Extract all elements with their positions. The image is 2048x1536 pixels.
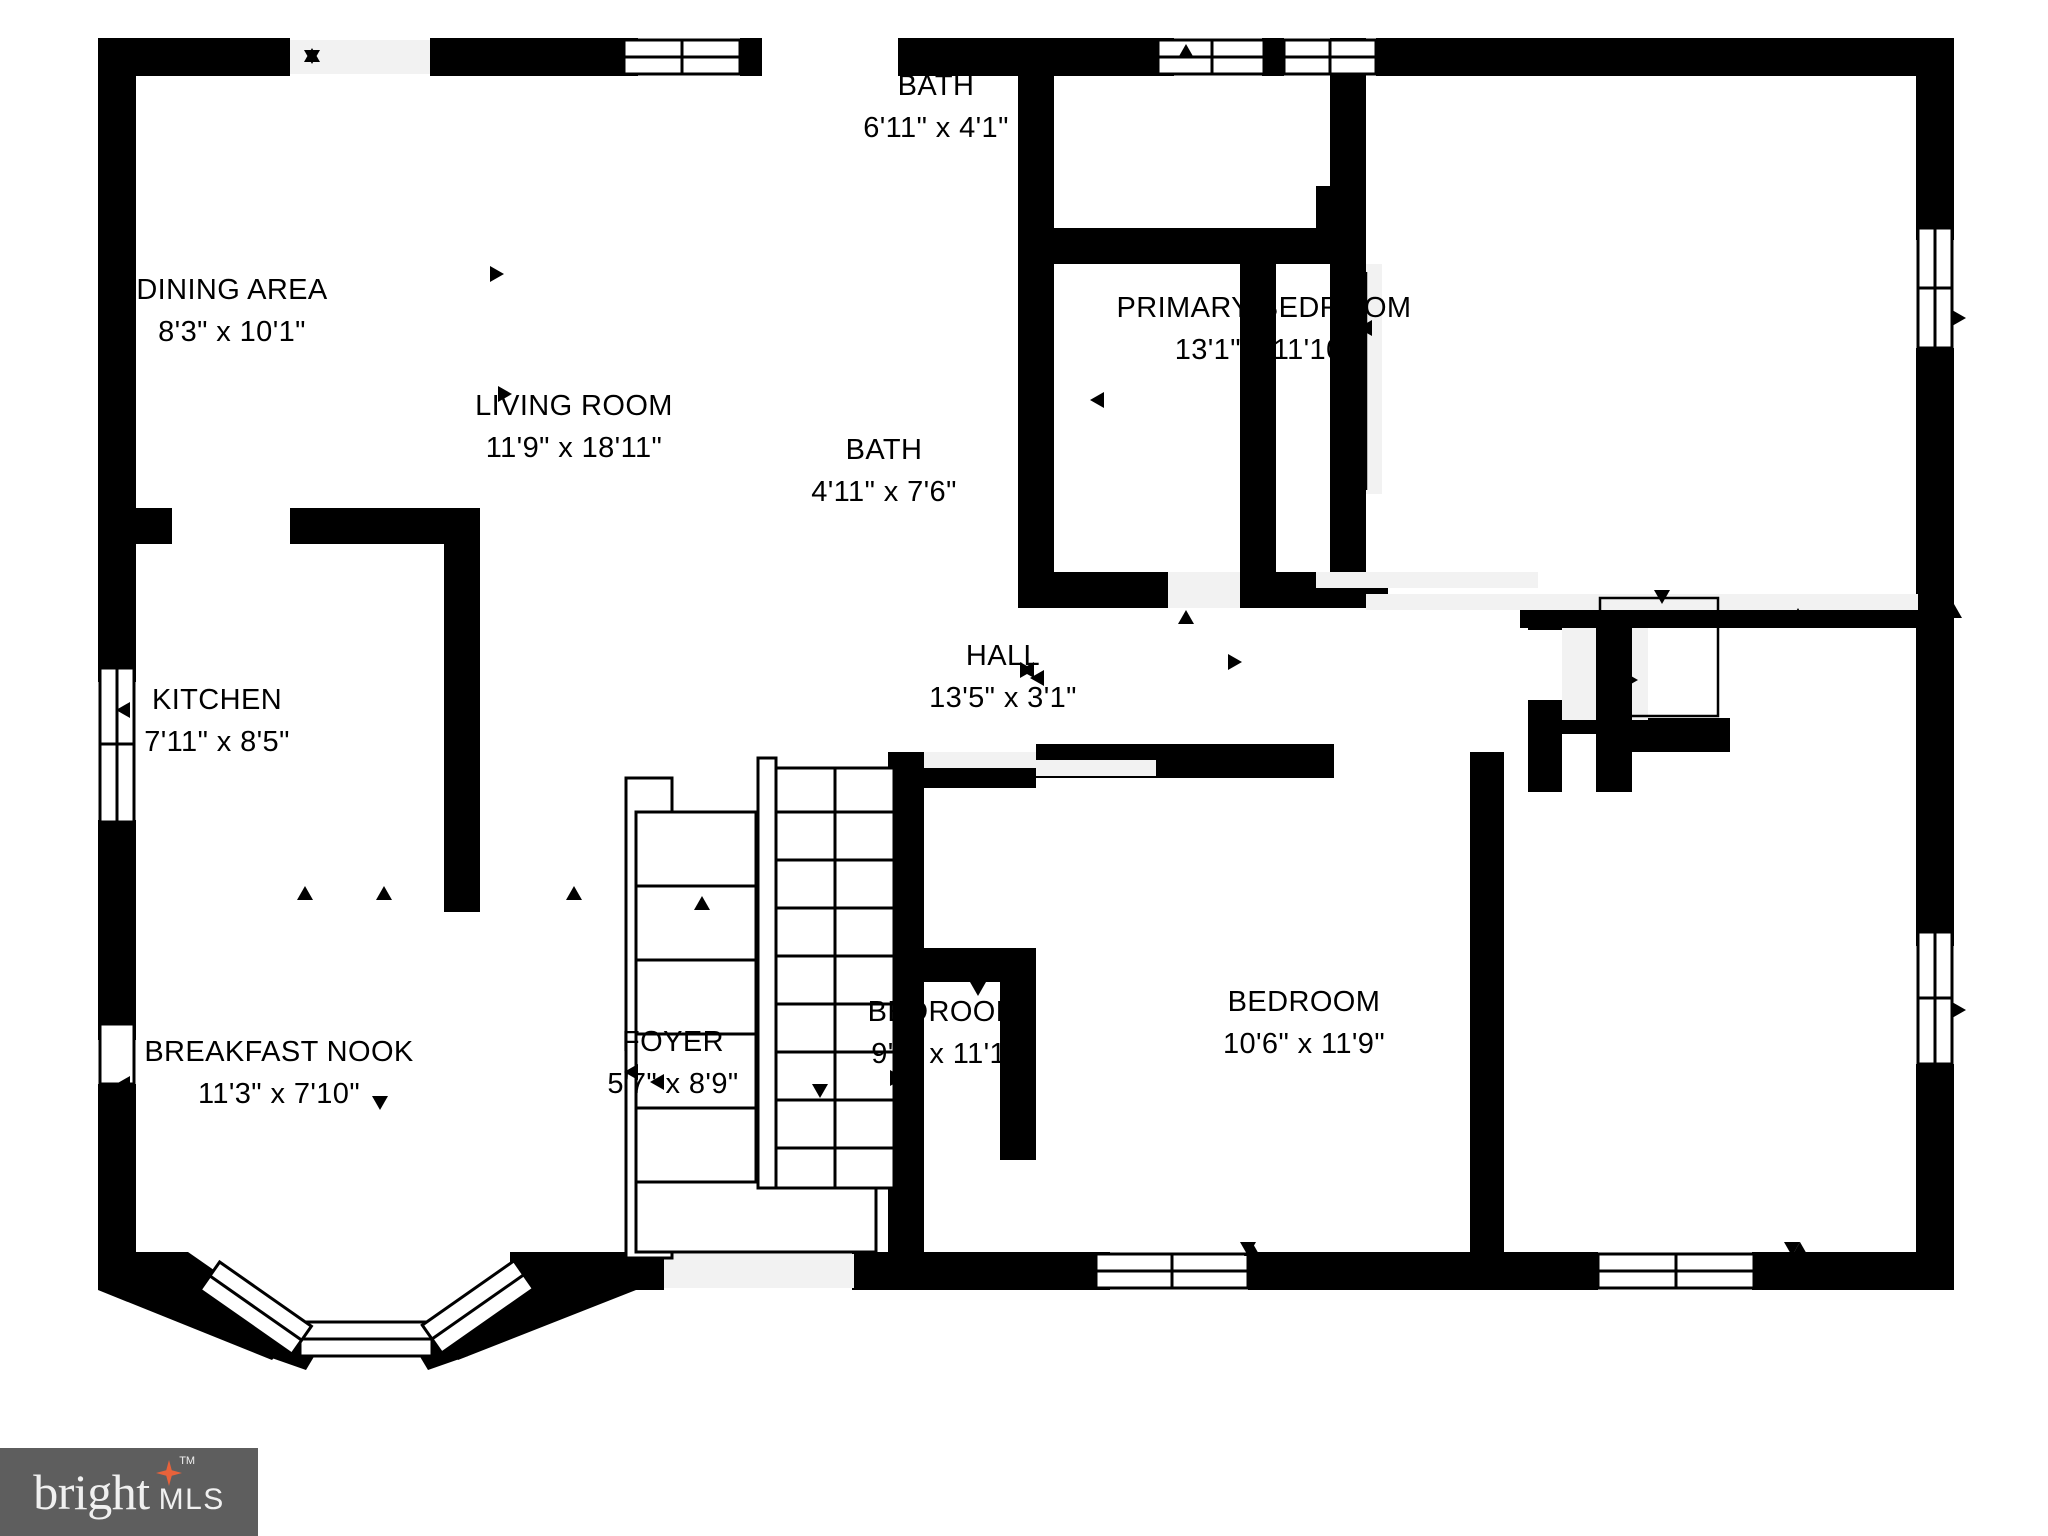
room-label-bedroom-middle: BEDROOM 9'8" x 11'1"	[714, 994, 1174, 1072]
bright-star-icon	[156, 1460, 183, 1486]
room-label-foyer: FOYER 5'7" x 8'9"	[558, 1024, 788, 1102]
room-dimensions-hall: 13'5" x 3'1"	[929, 681, 1077, 714]
room-name-living-room: LIVING ROOM	[475, 390, 673, 422]
room-name-breakfast-nook: BREAKFAST NOOK	[144, 1036, 414, 1068]
room-dimensions-bedroom-middle: 9'8" x 11'1"	[871, 1037, 1017, 1070]
room-name-bedroom-middle: BEDROOM	[867, 996, 1021, 1028]
room-dimensions-bath-upper: 6'11" x 4'1"	[863, 111, 1009, 144]
watermark-brand-text: bright	[33, 1464, 150, 1520]
room-dimensions-breakfast-nook: 11'3" x 7'10"	[197, 1077, 361, 1110]
room-label-primary-bedroom: PRIMARY BEDROOM 13'1" x 11'10"	[1034, 290, 1494, 368]
room-label-hall: HALL 13'5" x 3'1"	[773, 638, 1233, 716]
room-label-bath-lower: BATH 4'11" x 7'6"	[684, 432, 1084, 510]
room-name-hall: HALL	[965, 640, 1041, 672]
room-label-dining-area: DINING AREA 8'3" x 10'1"	[0, 272, 464, 350]
room-name-primary-bedroom: PRIMARY BEDROOM	[1116, 292, 1412, 324]
watermark-suffix-text: MLS	[158, 1483, 225, 1516]
room-name-bath-lower: BATH	[845, 434, 923, 466]
room-name-kitchen: KITCHEN	[151, 684, 283, 716]
room-dimensions-living-room: 11'9" x 18'11"	[485, 431, 663, 464]
room-dimensions-primary-bedroom: 13'1" x 11'10"	[1174, 333, 1354, 366]
room-dimensions-dining-area: 8'3" x 10'1"	[158, 315, 306, 348]
room-name-dining-area: DINING AREA	[136, 274, 328, 306]
door-opening-group	[290, 40, 1918, 1288]
bright-mls-watermark: bright TM MLS	[0, 1448, 258, 1536]
stair-group	[624, 756, 896, 1260]
room-dimensions-foyer: 5'7" x 8'9"	[607, 1067, 739, 1100]
watermark-trademark-text: TM	[179, 1455, 196, 1467]
room-label-bedroom-right: BEDROOM 10'6" x 11'9"	[1074, 984, 1534, 1062]
room-name-bath-upper: BATH	[897, 70, 975, 102]
room-name-foyer: FOYER	[622, 1026, 724, 1058]
room-dimensions-bedroom-right: 10'6" x 11'9"	[1222, 1027, 1386, 1060]
room-label-bath-upper: BATH 6'11" x 4'1"	[706, 68, 1166, 146]
room-name-bedroom-right: BEDROOM	[1227, 986, 1381, 1018]
view-direction-arrow-group	[116, 44, 1966, 1256]
room-label-kitchen: KITCHEN 7'11" x 8'5"	[0, 682, 434, 760]
room-dimensions-kitchen: 7'11" x 8'5"	[144, 725, 290, 758]
room-label-breakfast-nook: BREAKFAST NOOK 11'3" x 7'10"	[49, 1034, 509, 1112]
room-label-living-room: LIVING ROOM 11'9" x 18'11"	[344, 388, 804, 466]
room-dimensions-bath-lower: 4'11" x 7'6"	[811, 475, 957, 508]
